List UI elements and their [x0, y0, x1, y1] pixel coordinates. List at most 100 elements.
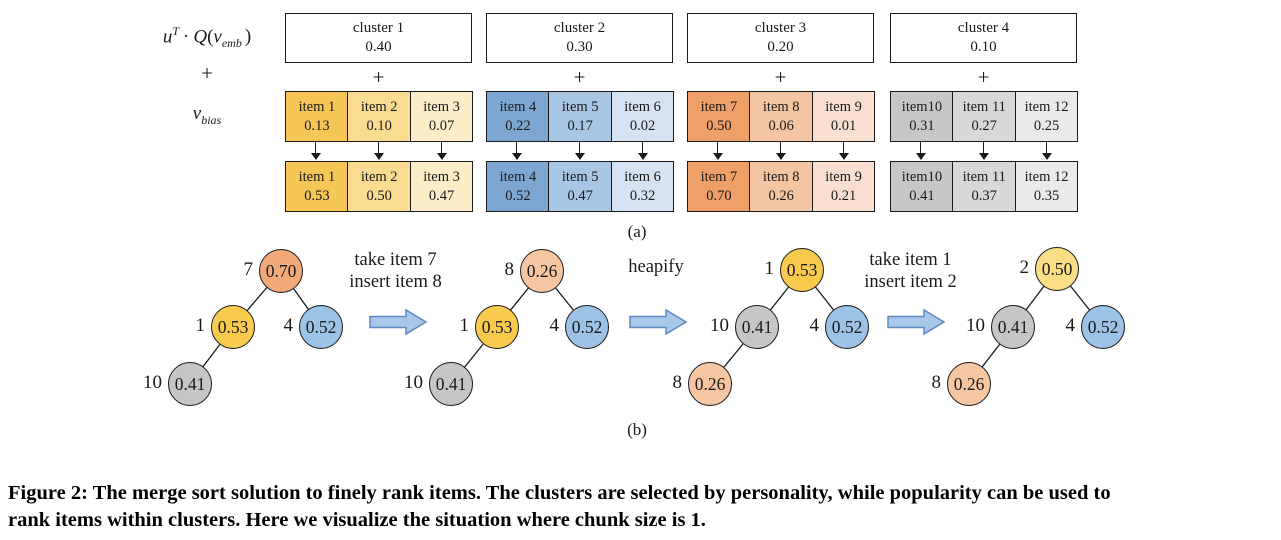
item-cell: item 6 0.02 — [610, 91, 675, 142]
item-bias-row: item 1 0.13 item 2 0.10 item 3 0.07 — [285, 91, 474, 142]
down-arrow-icon — [309, 142, 323, 161]
formula-part: emb — [221, 36, 242, 51]
figure-caption: Figure 2: The merge sort solution to fin… — [8, 480, 1278, 534]
formula-part: v — [213, 26, 222, 48]
item-final-row: item 4 0.52 item 5 0.47 item 6 0.32 — [486, 161, 675, 212]
item-value: 0.25 — [1033, 117, 1060, 134]
heap-node: 0.52 — [565, 305, 609, 349]
block-arrow-icon — [369, 308, 428, 336]
item-label: item 5 — [561, 98, 599, 115]
item-value: 0.13 — [304, 117, 330, 134]
heap-node: 0.50 — [1035, 247, 1079, 291]
item-cell: item 8 0.06 — [749, 91, 814, 142]
heap-node: 0.52 — [299, 305, 343, 349]
cluster-name: cluster 1 — [352, 19, 405, 36]
item-value: 0.50 — [706, 117, 732, 134]
cluster-score: 0.30 — [566, 39, 593, 55]
heap-node: 0.26 — [520, 249, 564, 293]
item-value: 0.35 — [1033, 187, 1060, 204]
item-final-row: item 1 0.53 item 2 0.50 item 3 0.47 — [285, 161, 474, 212]
cluster-column-3: cluster 3 0.20 + item 7 0.50 item 8 0.06… — [687, 13, 876, 218]
heap-node-id: 10 — [143, 372, 162, 393]
heap-node-value: 0.41 — [435, 373, 467, 394]
down-arrow-icon — [1040, 142, 1054, 161]
cluster-score: 0.10 — [970, 39, 997, 55]
cluster-score: 0.20 — [767, 39, 794, 55]
formula-part: ) — [244, 26, 252, 48]
heap-node: 0.26 — [688, 362, 732, 406]
heap-node-value: 0.53 — [217, 316, 249, 337]
item-label: item 6 — [624, 168, 661, 185]
bias-vector-label: vbias — [137, 103, 277, 128]
item-value: 0.52 — [505, 187, 531, 204]
item-label: item 11 — [962, 168, 1006, 185]
item-value: 0.21 — [830, 187, 857, 204]
formula-part: · — [183, 26, 190, 48]
heap-node-value: 0.50 — [1041, 258, 1073, 279]
item-label: item 8 — [762, 168, 800, 185]
heap-node-id: 4 — [1065, 315, 1076, 336]
down-arrow-icon — [977, 142, 991, 161]
heap-node: 0.53 — [211, 305, 255, 349]
item-cell: item 5 0.17 — [548, 91, 613, 142]
heap-node-id: 4 — [549, 315, 560, 336]
down-arrow-icon — [636, 142, 650, 161]
item-value: 0.47 — [567, 187, 593, 204]
embedding-score-formula: uT·Q(vemb) — [137, 24, 277, 51]
heap-node-id: 1 — [764, 258, 775, 279]
item-label: item 3 — [423, 98, 460, 115]
heap-node-value: 0.52 — [305, 316, 337, 337]
item-label: item 6 — [624, 98, 661, 115]
item-cell: item 2 0.10 — [347, 91, 412, 142]
item-label: item 12 — [1024, 98, 1069, 115]
item-label: item10 — [901, 98, 943, 115]
formula-part: Q — [193, 26, 208, 48]
down-arrow-icon — [711, 142, 725, 161]
cluster-name: cluster 3 — [754, 19, 807, 36]
plus-operator: + — [774, 65, 787, 89]
heap-node-id: 2 — [1019, 257, 1030, 278]
item-final-row: item10 0.41 item 11 0.37 item 12 0.35 — [890, 161, 1079, 212]
heap-node-id: 10 — [404, 372, 423, 393]
flow-step-label: take item 1 insert item 2 — [838, 249, 983, 293]
heap-node: 0.26 — [947, 362, 991, 406]
block-arrow-icon — [887, 308, 946, 336]
cluster-name: cluster 2 — [553, 19, 606, 36]
formula-part: bias — [201, 112, 222, 127]
item-cell: item10 0.41 — [890, 161, 954, 212]
item-value: 0.22 — [505, 117, 531, 134]
item-value: 0.41 — [909, 187, 935, 204]
panel-a-label: (a) — [627, 222, 647, 241]
item-label: item 4 — [499, 168, 537, 185]
item-value: 0.02 — [629, 117, 656, 134]
heap-node: 0.41 — [168, 362, 212, 406]
item-cell: item 11 0.37 — [952, 161, 1017, 212]
heap-node-value: 0.41 — [997, 316, 1029, 337]
item-cell: item 3 0.47 — [409, 161, 474, 212]
heap-node-value: 0.41 — [741, 316, 773, 337]
heap-node-value: 0.41 — [174, 373, 206, 394]
item-value: 0.26 — [768, 187, 794, 204]
formula-part: T — [172, 24, 180, 38]
item-label: item 9 — [825, 98, 862, 115]
down-arrow-icon — [435, 142, 449, 161]
plus-operator: + — [201, 61, 213, 85]
flow-step-line: heapify — [628, 257, 684, 277]
formula-part: ( — [207, 26, 214, 48]
item-value: 0.32 — [629, 187, 656, 204]
item-value: 0.07 — [428, 117, 455, 134]
cluster-score-box: cluster 1 0.40 — [285, 13, 472, 63]
heap-node: 0.52 — [825, 305, 869, 349]
item-cell: item 11 0.27 — [952, 91, 1017, 142]
item-label: item 3 — [423, 168, 460, 185]
heap-node: 0.41 — [735, 305, 779, 349]
item-label: item 11 — [962, 98, 1006, 115]
item-cell: item 1 0.53 — [285, 161, 349, 212]
item-cell: item 12 0.25 — [1014, 91, 1079, 142]
heap-node-id: 10 — [966, 315, 985, 336]
heap-node-id: 7 — [243, 259, 254, 280]
item-label: item 5 — [561, 168, 599, 185]
down-arrow-icon — [837, 142, 851, 161]
heap-node-id: 8 — [931, 372, 942, 393]
down-arrow-icon — [774, 142, 788, 161]
